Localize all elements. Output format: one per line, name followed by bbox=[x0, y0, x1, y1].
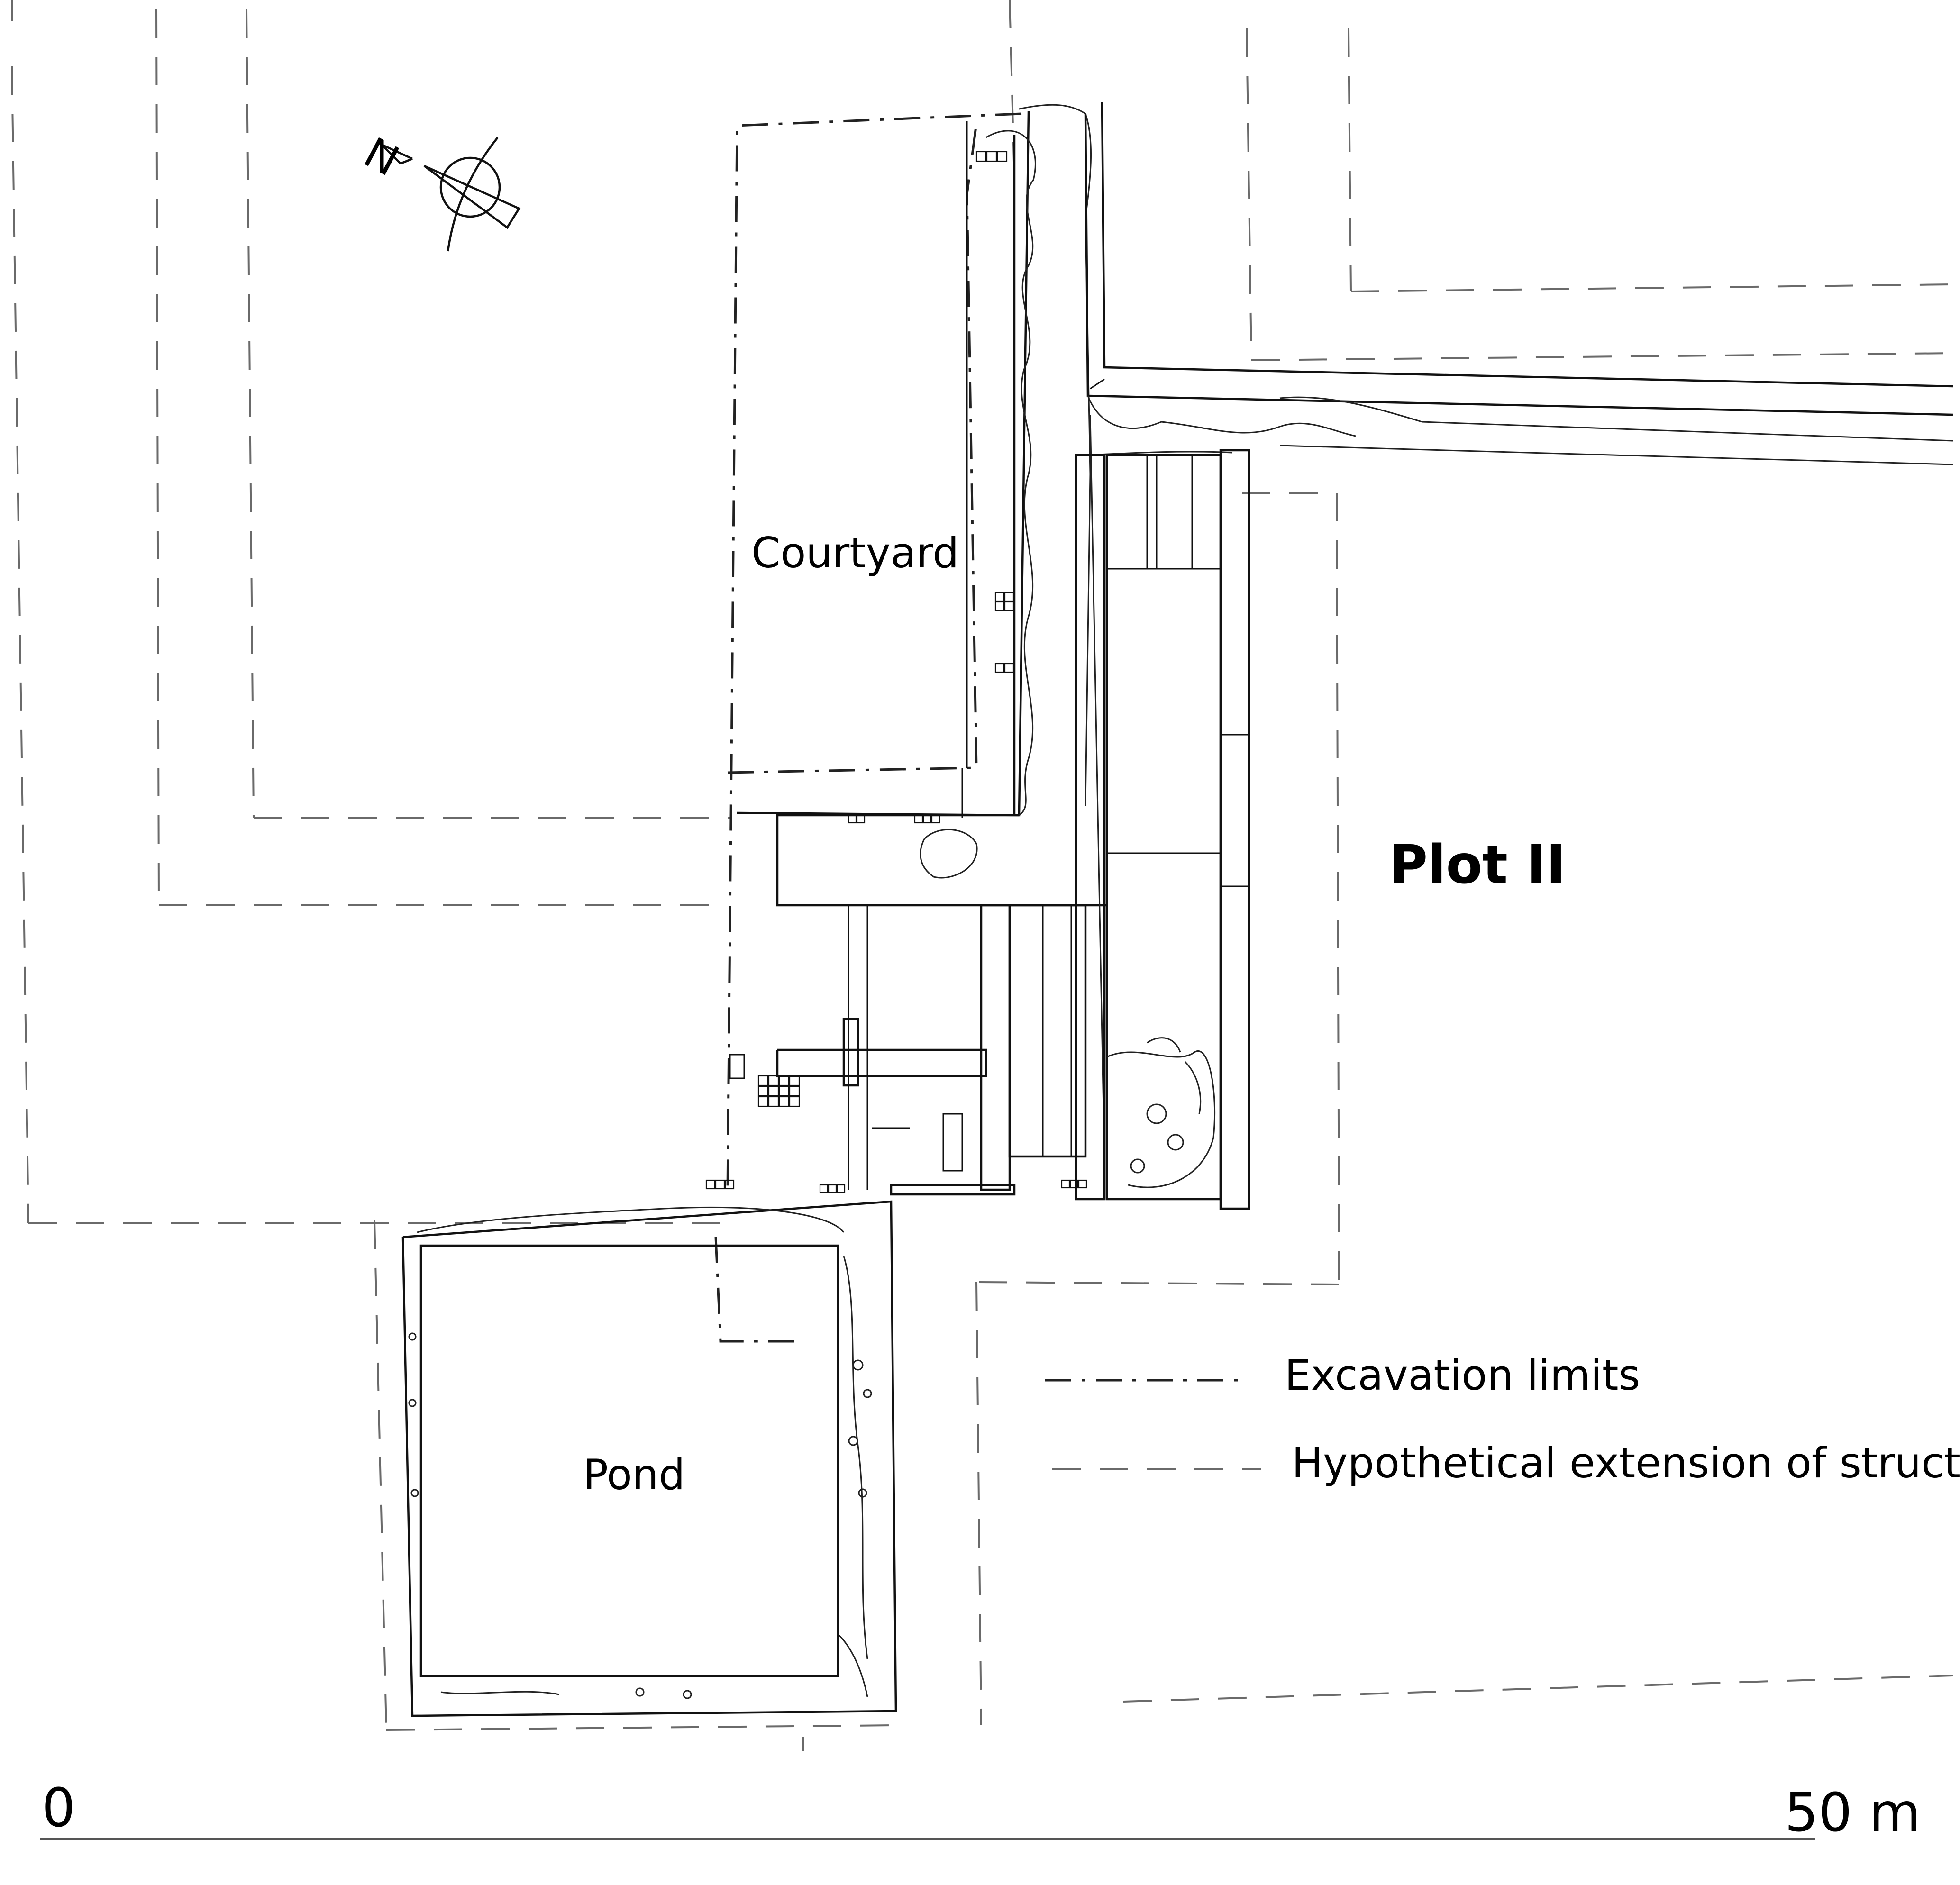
pond-label: Pond bbox=[583, 1450, 685, 1499]
scale-end-label: 50 m bbox=[1785, 1782, 1921, 1844]
north-wall-structure bbox=[1084, 101, 1953, 1162]
hypothetical-extension-lines bbox=[11, 0, 1953, 1751]
plot-label: Plot II bbox=[1389, 834, 1566, 896]
legend-hypothetical-extension-text: Hypothetical extension of structures bbox=[1292, 1439, 1960, 1487]
courtyard-structure bbox=[737, 104, 1107, 907]
central-rooms-structure bbox=[1075, 449, 1250, 1210]
southwest-rooms-structure bbox=[705, 904, 1087, 1196]
pond-structure bbox=[401, 1200, 897, 1717]
excavation-limits-lines bbox=[714, 112, 1022, 1343]
scale-start-label: 0 bbox=[42, 1777, 76, 1839]
legend-excavation-limits-text: Excavation limits bbox=[1285, 1351, 1641, 1400]
courtyard-label: Courtyard bbox=[751, 528, 959, 577]
north-arrow-icon bbox=[381, 137, 521, 252]
